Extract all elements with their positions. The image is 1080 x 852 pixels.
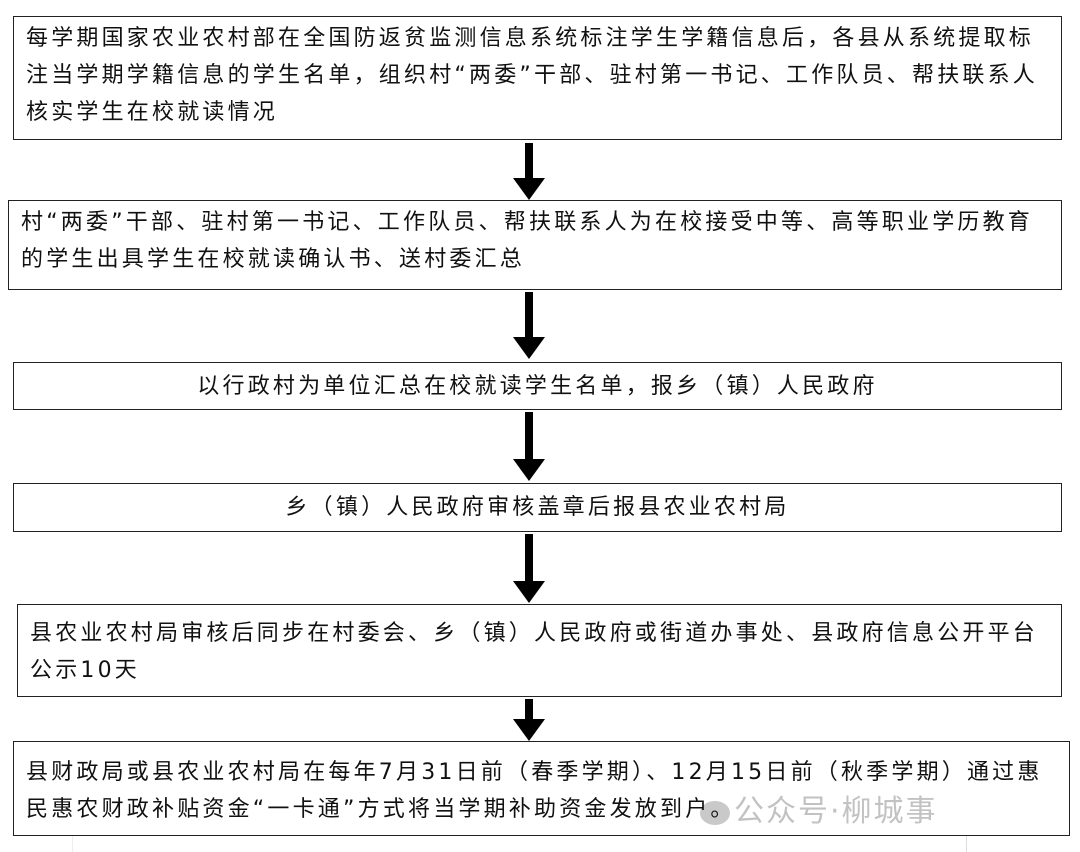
step-2-text: 村“两委”干部、驻村第一书记、工作队员、帮扶联系人为在校接受中等、高等职业学历教… <box>21 210 1033 272</box>
step-4-text: 乡（镇）人民政府审核盖章后报县农业农村局 <box>285 495 790 520</box>
step-6-text: 县财政局或县农业农村局在每年7月31日前（春季学期）、12月15日前（秋季学期）… <box>26 760 1043 822</box>
flow-step-1: 每学期国家农业农村部在全国防返贫监测信息系统标注学生学籍信息后，各县从系统提取标… <box>13 16 1062 140</box>
arrow-down-icon <box>513 534 545 604</box>
watermark: 公众号·柳城事 <box>700 794 938 830</box>
flow-step-2: 村“两委”干部、驻村第一书记、工作队员、帮扶联系人为在校接受中等、高等职业学历教… <box>8 200 1062 290</box>
arrow-down-icon <box>513 412 545 482</box>
arrow-down-icon <box>513 292 545 360</box>
flow-step-5: 县农业农村局审核后同步在村委会、乡（镇）人民政府或街道办事处、县政府信息公开平台… <box>17 604 1062 697</box>
step-5-text: 县农业农村局审核后同步在村委会、乡（镇）人民政府或街道办事处、县政府信息公开平台… <box>30 621 1039 683</box>
step-1-text: 每学期国家农业农村部在全国防返贫监测信息系统标注学生学籍信息后，各县从系统提取标… <box>26 26 1038 125</box>
page-edge-line <box>72 836 73 852</box>
page-edge-line <box>966 836 967 852</box>
watermark-text: 公众号·柳城事 <box>734 794 938 829</box>
flow-step-3: 以行政村为单位汇总在校就读学生名单，报乡（镇）人民政府 <box>13 362 1062 410</box>
flow-step-4: 乡（镇）人民政府审核盖章后报县农业农村局 <box>13 483 1062 532</box>
step-3-text: 以行政村为单位汇总在校就读学生名单，报乡（镇）人民政府 <box>197 373 878 399</box>
flow-step-6: 县财政局或县农业农村局在每年7月31日前（春季学期）、12月15日前（秋季学期）… <box>13 741 1070 836</box>
arrow-down-icon <box>513 699 545 741</box>
wechat-icon <box>700 800 730 825</box>
arrow-down-icon <box>513 143 545 200</box>
